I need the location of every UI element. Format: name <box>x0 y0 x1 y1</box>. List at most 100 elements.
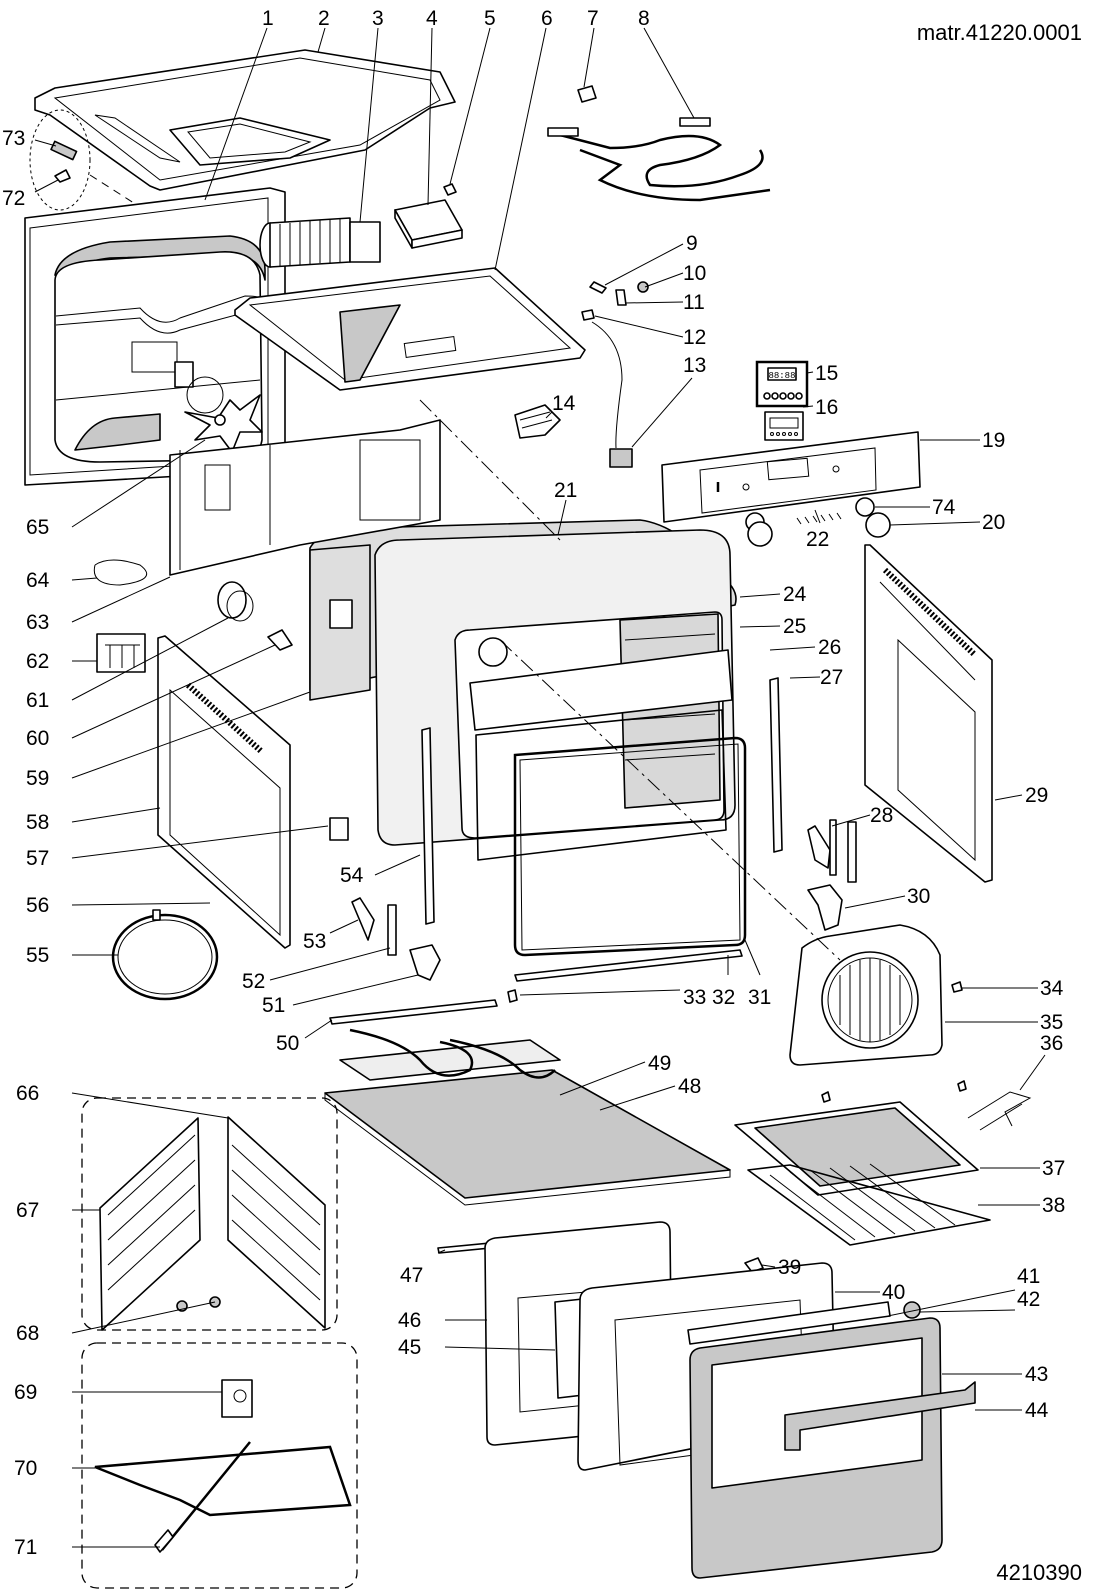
part-43-outer-door-glass <box>689 1317 943 1579</box>
callout-6: 6 <box>541 7 553 30</box>
callout-1: 1 <box>262 7 274 30</box>
part-49-bottom-element <box>339 1028 561 1081</box>
callout-2: 2 <box>318 7 330 30</box>
callout-27: 27 <box>820 666 843 689</box>
part-30-hinge-bracket <box>807 884 843 931</box>
callout-19: 19 <box>982 429 1005 452</box>
part-70-rotisserie-frame <box>94 1445 352 1517</box>
callout-44: 44 <box>1025 1399 1049 1422</box>
callout-52: 52 <box>242 970 265 993</box>
part-65-convection-fan <box>174 361 263 453</box>
callout-24: 24 <box>783 583 807 606</box>
part-11-lamp-cover <box>615 289 627 306</box>
callout-36: 36 <box>1040 1032 1063 1055</box>
leader-lines <box>34 27 1046 1548</box>
callout-16: 16 <box>815 396 838 419</box>
part-26-front-frame <box>469 649 733 861</box>
callout-54: 54 <box>340 864 364 887</box>
part-64-cable <box>93 559 148 586</box>
callout-34: 34 <box>1040 977 1064 1000</box>
part-12-connector <box>581 309 595 321</box>
part-9-bulb-holder <box>589 281 607 294</box>
callout-28: 28 <box>870 804 893 827</box>
callout-41: 41 <box>1017 1265 1040 1288</box>
part-32-door-seal-strip <box>514 949 743 982</box>
callout-29: 29 <box>1025 784 1048 807</box>
callout-51: 51 <box>262 994 285 1017</box>
part-67-catalytic-panel-left <box>99 1117 201 1331</box>
part-42-door-bumper <box>903 1301 921 1319</box>
callout-48: 48 <box>678 1075 701 1098</box>
part-50-bracket <box>329 999 498 1025</box>
callout-57: 57 <box>26 847 49 870</box>
screw <box>957 1080 967 1092</box>
part-58-left-side-panel <box>157 635 291 949</box>
part-8-grill-element <box>547 117 771 202</box>
accessory-group-66-68 <box>81 1097 338 1331</box>
callout-71: 71 <box>14 1536 37 1559</box>
callout-11: 11 <box>683 291 705 314</box>
part-35-fan-cover <box>789 924 943 1066</box>
callout-5: 5 <box>484 7 496 30</box>
detail-72-73 <box>29 109 271 291</box>
part-48-bottom-tray <box>324 1069 731 1206</box>
material-code: matr.41220.0001 <box>917 20 1082 45</box>
drawing-number: 4210390 <box>996 1560 1082 1585</box>
callout-10: 10 <box>683 262 706 285</box>
callout-73: 73 <box>2 127 25 150</box>
callout-45: 45 <box>398 1336 421 1359</box>
part-10-lamp <box>637 281 649 293</box>
callout-37: 37 <box>1042 1157 1065 1180</box>
callout-labels: 1 2 3 4 5 6 7 8 9 10 11 12 13 14 15 16 1… <box>2 7 1065 1559</box>
part-63-air-duct <box>169 419 441 576</box>
callout-14: 14 <box>552 392 576 415</box>
part-53-hinge-lever <box>351 897 375 941</box>
part-31-door-gasket <box>513 736 747 957</box>
part-6-internal-plate <box>234 267 586 391</box>
part-59-bracket <box>329 599 353 629</box>
part-5-clip <box>443 183 457 196</box>
part-4-module-box <box>394 199 463 249</box>
callout-46: 46 <box>398 1309 421 1332</box>
part-57-bracket <box>329 817 349 841</box>
part-16-display-module <box>764 411 804 441</box>
callout-26: 26 <box>818 636 841 659</box>
callout-55: 55 <box>26 944 49 967</box>
part-15-electronic-programmer: 88:88 <box>755 360 809 408</box>
part-7-safety-thermostat <box>577 85 597 103</box>
part-37-baking-tray <box>734 1101 979 1196</box>
callout-22: 22 <box>806 528 829 551</box>
callout-70: 70 <box>14 1457 37 1480</box>
callout-20: 20 <box>982 511 1005 534</box>
callout-65: 65 <box>26 516 49 539</box>
callout-50: 50 <box>276 1032 299 1055</box>
callout-4: 4 <box>426 7 438 30</box>
part-36-rack-support <box>967 1091 1032 1131</box>
callout-40: 40 <box>882 1281 905 1304</box>
callout-64: 64 <box>26 569 50 592</box>
part-39-glass-clip <box>744 1257 764 1273</box>
callout-56: 56 <box>26 894 49 917</box>
part-29-right-side-panel <box>864 544 993 883</box>
part-54-left-rail <box>421 727 435 925</box>
part-33-screw <box>507 989 518 1003</box>
callout-32: 32 <box>712 986 735 1009</box>
callout-67: 67 <box>16 1199 39 1222</box>
callout-59: 59 <box>26 767 49 790</box>
callout-13: 13 <box>683 354 706 377</box>
part-69-rotisserie-motor <box>221 1379 253 1418</box>
callout-12: 12 <box>683 326 706 349</box>
part-27-right-rail <box>769 677 783 853</box>
part-14-terminal-block <box>514 404 561 439</box>
accessory-group-69-71 <box>81 1342 358 1589</box>
part-28-hinge-right <box>807 819 857 883</box>
callout-33: 33 <box>683 986 706 1009</box>
part-1-rear-panel <box>24 187 286 486</box>
callout-53: 53 <box>303 930 326 953</box>
callout-30: 30 <box>907 885 930 908</box>
callout-62: 62 <box>26 650 49 673</box>
screw <box>821 1091 831 1103</box>
part-13-cable-switch <box>591 321 633 468</box>
callout-9: 9 <box>686 232 698 255</box>
